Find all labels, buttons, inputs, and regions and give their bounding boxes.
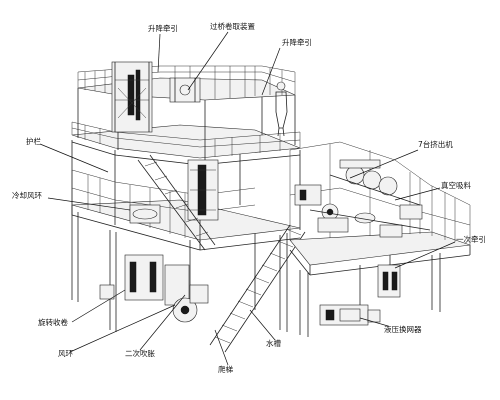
label-back-curl-device: 过桥卷取装置 bbox=[210, 21, 255, 31]
label-water-tank: 水槽 bbox=[266, 338, 281, 348]
label-ladder: 爬梯 bbox=[218, 364, 233, 374]
traction-tower bbox=[111, 61, 153, 133]
central-stair bbox=[137, 154, 216, 251]
label-guardrail: 护栏 bbox=[26, 136, 41, 146]
mid-deck-guardrail bbox=[71, 121, 301, 157]
screen-changer-unit bbox=[319, 304, 381, 326]
cooling-ring-unit bbox=[129, 204, 161, 224]
label-lift-traction-right: 升降牵引 bbox=[282, 37, 312, 47]
primary-traction-unit bbox=[377, 264, 401, 298]
label-hydraulic-screen-changer: 液压换网器 bbox=[384, 324, 422, 334]
label-lift-traction-top: 升降牵引 bbox=[148, 23, 178, 33]
front-ladder bbox=[209, 224, 306, 353]
leader-lines bbox=[39, 31, 456, 366]
label-vacuum-loader: 真空吸料 bbox=[441, 180, 471, 190]
film-bubble-column bbox=[187, 159, 219, 221]
label-extruders-7: 7台挤出机 bbox=[418, 139, 453, 149]
operator-figure bbox=[275, 81, 288, 137]
base-machinery bbox=[99, 254, 209, 323]
label-cooling-air-ring: 冷却风环 bbox=[12, 190, 42, 200]
label-rotary-winder: 旋转收卷 bbox=[38, 317, 68, 327]
label-primary-traction: 一次牵引 bbox=[456, 234, 486, 244]
label-air-ring: 风环 bbox=[58, 349, 73, 358]
callout-labels: 升降牵引 过桥卷取装置 升降牵引 护栏 冷却风环 7台挤出机 真空吸料 一次牵引… bbox=[12, 21, 486, 374]
extruder-bank bbox=[294, 159, 431, 238]
label-secondary-blower: 二次吹胀 bbox=[125, 348, 155, 358]
winding-unit-top bbox=[169, 77, 201, 103]
